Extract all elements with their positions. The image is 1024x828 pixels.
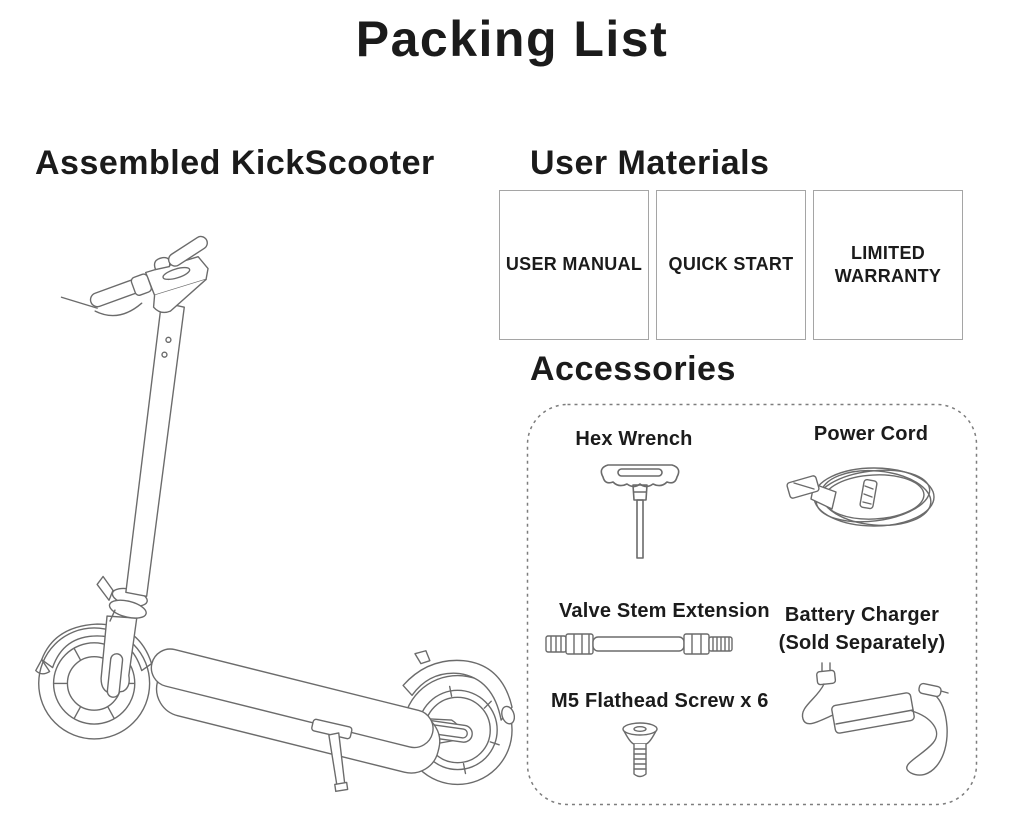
accessories-dashed-border <box>526 403 978 806</box>
power-cord-label: Power Cord <box>813 423 929 445</box>
flathead-screw-icon <box>622 722 658 778</box>
valve-stem-extension-icon <box>545 633 733 655</box>
limited-warranty-label: LIMITED WARRANTY <box>834 242 942 286</box>
kickscooter-illustration <box>35 235 515 793</box>
quick-start-card: QUICK START <box>656 190 806 340</box>
limited-warranty-card: LIMITED WARRANTY <box>813 190 963 340</box>
user-manual-label: USER MANUAL <box>505 254 643 275</box>
hex-wrench-label: Hex Wrench <box>575 428 693 450</box>
accessories-heading: Accessories <box>530 350 736 388</box>
power-cord-icon <box>786 467 935 527</box>
flathead-screw-label: M5 Flathead Screw x 6 <box>551 690 769 712</box>
page-title: Packing List <box>355 11 669 67</box>
user-materials-heading: User Materials <box>530 144 770 182</box>
battery-charger-label: Battery Charger (Sold Separately) <box>772 601 952 657</box>
quick-start-label: QUICK START <box>668 254 794 275</box>
battery-charger-icon <box>801 662 949 776</box>
hex-wrench-icon <box>600 464 680 559</box>
user-manual-card: USER MANUAL <box>499 190 649 340</box>
accessories-panel: Hex Wrench Power Cord <box>526 403 978 806</box>
battery-charger-label-line2: (Sold Separately) <box>778 632 946 654</box>
assembled-kickscooter-heading: Assembled KickScooter <box>35 144 435 182</box>
user-materials-row: USER MANUAL QUICK START LIMITED WARRANTY <box>499 190 963 340</box>
battery-charger-label-line1: Battery Charger <box>784 604 940 626</box>
valve-stem-extension-label: Valve Stem Extension <box>559 600 770 622</box>
